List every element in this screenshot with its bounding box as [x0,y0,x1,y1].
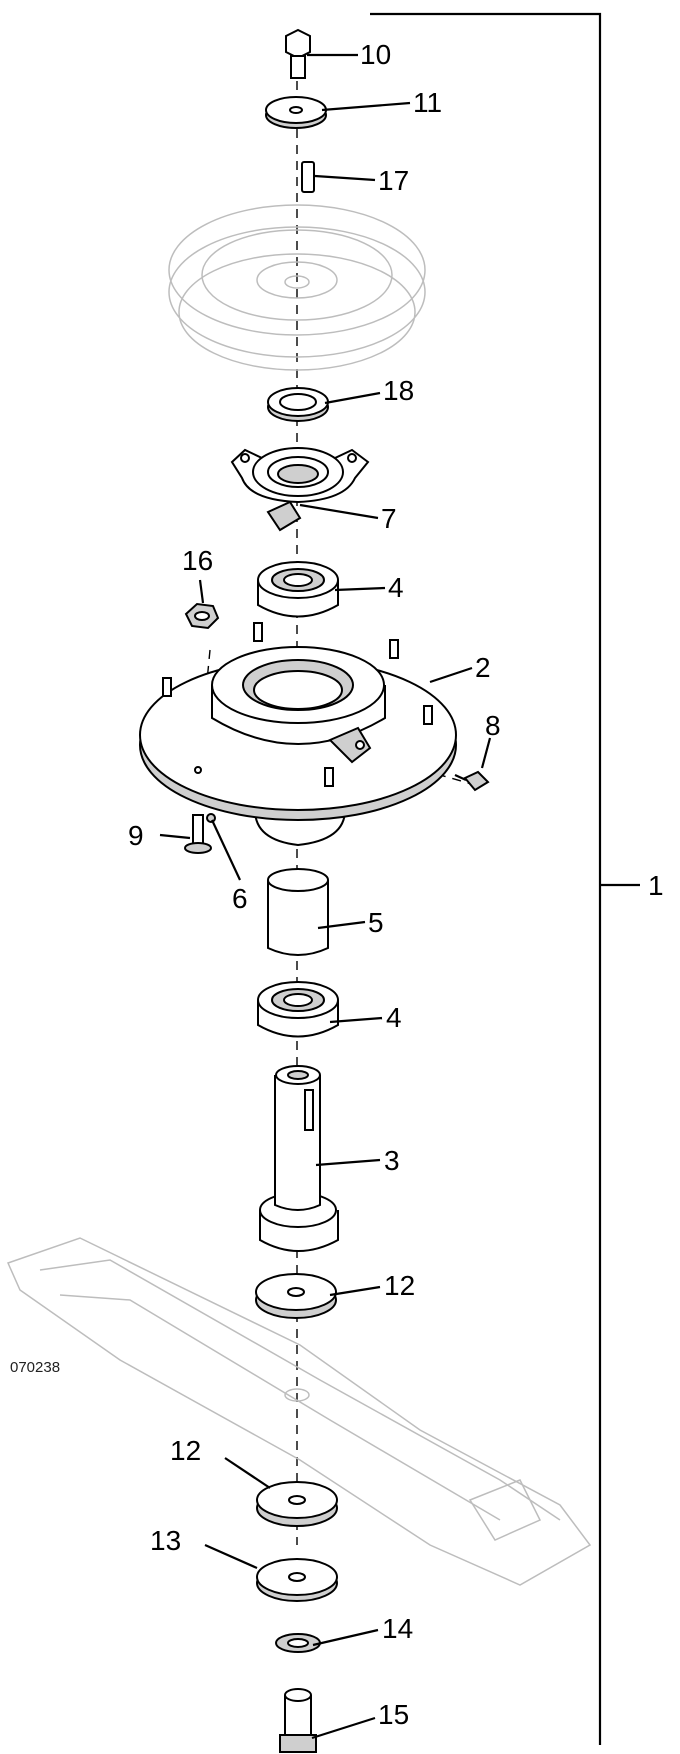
part-12-upper-washer [255,1273,337,1319]
pulley-ghost [168,204,426,371]
callout-4-lower: 4 [386,1002,402,1033]
callout-4-upper: 4 [388,572,404,603]
callout-labels: 10 11 17 18 7 16 4 2 8 9 6 5 4 3 12 12 1… [10,39,664,1730]
part-16-nut [184,602,220,630]
part-2-housing [139,622,457,847]
assembly-bracket [370,12,640,1745]
callout-17: 17 [378,165,409,196]
callout-15: 15 [378,1699,409,1730]
part-5-tube [267,868,329,956]
part-4-lower-bearing [257,981,339,1038]
callout-9: 9 [128,820,144,851]
part-12-lower-washer [256,1481,338,1527]
part-8-fitting [454,770,490,792]
callout-11: 11 [413,87,442,118]
part-7-flange [230,447,370,532]
part-4-upper-bearing [257,561,339,618]
callout-12-lower: 12 [170,1435,201,1466]
part-10-bolt [285,28,311,79]
callout-10: 10 [360,39,391,70]
part-6-fitting [206,813,216,823]
part-9-screw [184,814,212,854]
callout-14: 14 [382,1613,413,1644]
callout-13: 13 [150,1525,181,1556]
callout-5: 5 [368,907,384,938]
part-13-washer [256,1558,338,1602]
callout-2: 2 [475,652,491,683]
part-15-bolt [279,1688,317,1753]
leader-lines [159,53,492,1740]
part-11-washer [265,96,327,129]
part-17-key [301,161,315,193]
callout-18: 18 [383,375,414,406]
part-18-spacer [267,387,329,422]
part-14-lock-washer [275,1633,321,1653]
figure-id: 070238 [10,1359,60,1376]
callout-16: 16 [182,545,213,576]
callout-8: 8 [485,710,501,741]
callout-6: 6 [232,883,248,914]
callout-1-assembly: 1 [648,870,664,901]
callout-12-upper: 12 [384,1270,415,1301]
mower-blade-ghost [6,1237,592,1586]
callout-7: 7 [381,503,397,534]
part-3-shaft [259,1065,339,1252]
callout-3: 3 [384,1145,400,1176]
